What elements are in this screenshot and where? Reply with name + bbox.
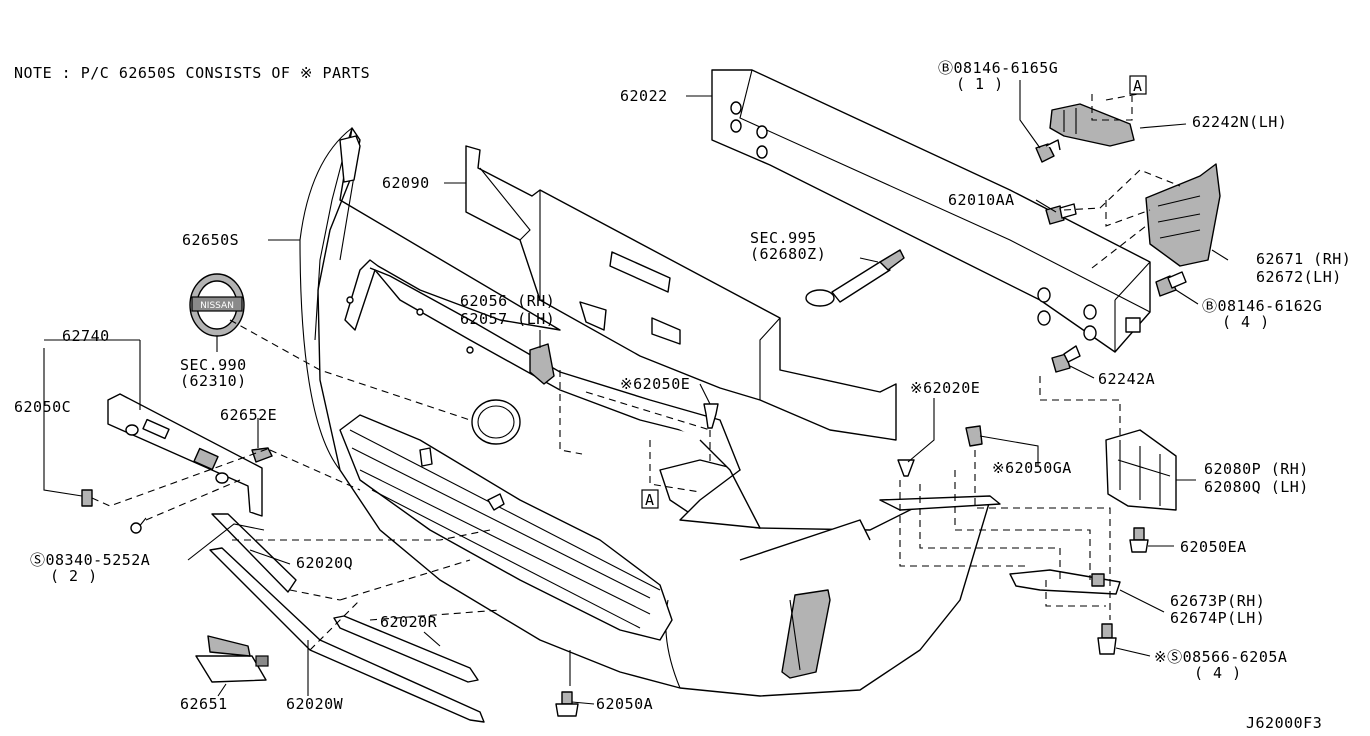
emblem-mount	[471, 399, 521, 445]
grille-strip-62020q	[211, 513, 297, 593]
label-62050a: 62050A	[596, 695, 653, 713]
label-62673p: 62673P(RH)	[1170, 592, 1265, 610]
clip-62050e	[703, 403, 719, 429]
bracket-62671	[1145, 163, 1221, 267]
bolt-62010aa	[1045, 203, 1077, 225]
label-62050c: 62050C	[14, 398, 71, 416]
tow-hook	[805, 249, 905, 307]
label-62651: 62651	[180, 695, 228, 713]
reference-lines	[91, 93, 1181, 651]
side-bracket-62673	[879, 495, 1121, 595]
label-62010aa: 62010AA	[948, 191, 1015, 209]
diagram-note: NOTE : P/C 62650S CONSISTS OF ※ PARTS	[14, 64, 370, 82]
label-62080q: 62080Q (LH)	[1204, 478, 1309, 496]
label-sec995-ref: (62680Z)	[750, 245, 826, 263]
label-08566-6205a: ※Ⓢ08566-6205A	[1154, 648, 1287, 666]
label-62671: 62671 (RH)	[1256, 250, 1351, 268]
label-62057: 62057 (LH)	[460, 310, 555, 328]
label-08566-6205a-qty: ( 4 )	[1194, 664, 1242, 682]
screw-62050a	[555, 691, 579, 717]
label-62242a: 62242A	[1098, 370, 1155, 388]
label-62056: 62056 (RH)	[460, 292, 555, 310]
clip-62020e	[897, 459, 915, 477]
label-sec995: SEC.995	[750, 229, 817, 247]
label-62020w: 62020W	[286, 695, 344, 713]
bumper-reinforcement	[711, 69, 1151, 353]
label-62022: 62022	[620, 87, 668, 105]
label-62020r: 62020R	[380, 613, 438, 631]
tow-hook-cover	[195, 635, 269, 683]
label-62242n: 62242N(LH)	[1192, 113, 1287, 131]
label-08146-6162g: Ⓑ08146-6162G	[1202, 297, 1322, 315]
svg-text:NISSAN: NISSAN	[200, 301, 234, 311]
bracket-62056	[529, 343, 555, 385]
label-sec990-ref: (62310)	[180, 372, 247, 390]
label-62740: 62740	[62, 327, 110, 345]
label-62050ea: 62050EA	[1180, 538, 1247, 556]
grille-strip-62020w	[209, 547, 485, 723]
label-08340-5252a: Ⓢ08340-5252A	[30, 551, 150, 569]
label-62650s: 62650S	[182, 231, 239, 249]
label-62090: 62090	[382, 174, 430, 192]
label-08146-6162g-qty: ( 4 )	[1222, 313, 1270, 331]
screw-08566	[1097, 623, 1117, 655]
clip-62050ga	[965, 425, 983, 447]
label-62020e: ※62020E	[910, 379, 980, 397]
bolt-08146-6162g	[1155, 271, 1187, 297]
label-08146-6165g-qty: ( 1 )	[956, 75, 1004, 93]
leader-lines	[43, 80, 1229, 705]
ref-box-a-label: A	[1133, 77, 1143, 95]
label-62020q: 62020Q	[296, 554, 353, 572]
ref-box-a-mid: A	[641, 489, 659, 509]
clip-62652e	[251, 447, 273, 463]
label-62672: 62672(LH)	[1256, 268, 1342, 286]
label-sec990: SEC.990	[180, 356, 247, 374]
diagram-id: J62000F3	[1246, 714, 1322, 732]
bracket-62242n	[1049, 103, 1135, 147]
bolt-62242a	[1051, 345, 1081, 373]
ref-box-a-top: A	[1129, 75, 1147, 95]
label-08340-5252a-qty: ( 2 )	[50, 567, 98, 585]
screw-08340	[130, 517, 147, 534]
label-62080p: 62080P (RH)	[1204, 460, 1309, 478]
label-62050ga: ※62050GA	[992, 459, 1072, 477]
energy-absorber	[465, 145, 897, 441]
ref-box-a-label-2: A	[645, 491, 655, 509]
label-62652e: 62652E	[220, 406, 277, 424]
label-62674p: 62674P(LH)	[1170, 609, 1265, 627]
nissan-emblem: NISSAN	[189, 273, 245, 337]
bolt-08146-6165g	[1035, 139, 1061, 163]
clip-62050ea	[1129, 527, 1149, 553]
label-08146-6165g: Ⓑ08146-6165G	[938, 59, 1058, 77]
bumper-fascia	[299, 127, 991, 697]
label-62050e: ※62050E	[620, 375, 690, 393]
bracket-62080p	[1105, 429, 1177, 511]
